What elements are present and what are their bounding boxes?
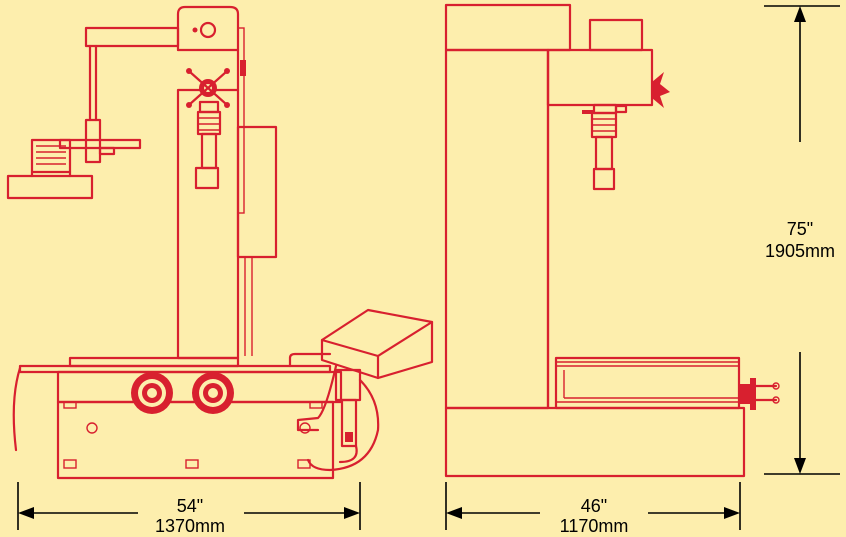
side-wing-nut-icon: [652, 72, 670, 108]
front-head: [176, 5, 240, 92]
front-spindle: [194, 100, 222, 190]
front-star-handle: [186, 68, 230, 108]
dimension-width-right-inches: 46": [581, 496, 607, 516]
side-view: [444, 3, 780, 478]
side-table: [554, 356, 741, 410]
dimension-width-left: 54" 1370mm: [17, 482, 361, 536]
side-spindle: [582, 103, 628, 191]
side-handwheel: [738, 378, 780, 410]
dimension-height: 75" 1905mm: [764, 5, 840, 475]
side-head: [546, 48, 654, 107]
front-handwheel-left: [131, 372, 173, 414]
dimension-height-inches: 75": [787, 219, 813, 239]
front-handwheel-right: [192, 372, 234, 414]
side-base: [444, 406, 746, 478]
dimension-width-right: 46" 1170mm: [445, 482, 741, 536]
front-swing-arm: [6, 26, 180, 200]
dimension-width-right-mm: 1170mm: [560, 516, 629, 536]
side-top-cap: [444, 3, 572, 52]
dimension-width-left-inches: 54": [177, 496, 203, 516]
dimension-width-left-mm: 1370mm: [155, 516, 225, 536]
front-control-box: [236, 125, 278, 259]
front-pendant: [296, 308, 434, 472]
front-view: [6, 5, 434, 480]
front-base-cabinet: [56, 400, 335, 480]
side-column: [444, 48, 550, 410]
dimension-height-mm: 1905mm: [765, 241, 835, 261]
